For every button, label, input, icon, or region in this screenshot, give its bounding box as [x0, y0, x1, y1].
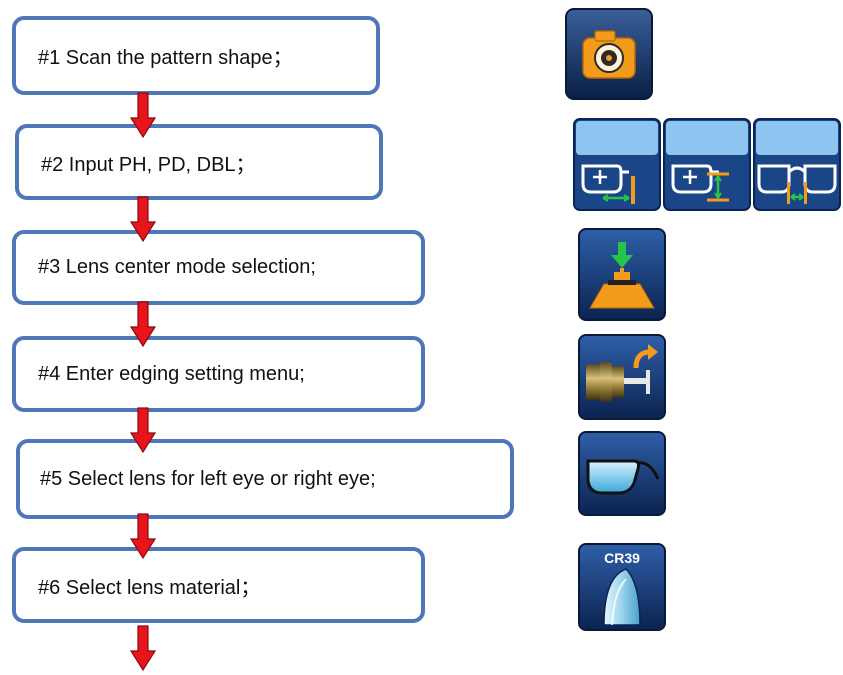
material-badge: CR39 [604, 550, 640, 566]
step-2-label: #2 Input PH, PD, DBL； [41, 153, 256, 176]
lens-material-icon: CR39 [578, 543, 666, 631]
down-arrow-icon [130, 407, 156, 453]
step-6-label: #6 Select lens material； [38, 576, 261, 599]
step-4-label: #4 Enter edging setting menu; [38, 362, 305, 385]
edging-settings-icon [578, 334, 666, 420]
down-arrow-icon [130, 92, 156, 138]
step-6-box: #6 Select lens material； [12, 547, 425, 623]
step-1-box: #1 Scan the pattern shape； [12, 16, 380, 95]
camera-icon [565, 8, 653, 100]
glasses-lens-icon [578, 431, 666, 516]
select-eye-button[interactable] [578, 431, 666, 516]
lens-center-mode-button[interactable] [578, 228, 666, 321]
step-4-box: #4 Enter edging setting menu; [12, 336, 425, 412]
pd-measure-icon [663, 118, 751, 211]
step-2-box: #2 Input PH, PD, DBL； [15, 124, 383, 200]
step-3-box: #3 Lens center mode selection; [12, 230, 425, 305]
input-dbl-button[interactable] [753, 118, 841, 211]
input-pd-button[interactable] [663, 118, 751, 211]
ph-measure-icon [573, 118, 661, 211]
dbl-measure-icon [753, 118, 841, 211]
down-arrow-icon [130, 625, 156, 671]
lens-material-button[interactable]: CR39 [578, 543, 666, 631]
step-1-label: #1 Scan the pattern shape； [38, 47, 293, 69]
down-arrow-icon [130, 513, 156, 559]
step-5-label: #5 Select lens for left eye or right eye… [40, 467, 376, 490]
step-5-box: #5 Select lens for left eye or right eye… [16, 439, 514, 519]
scan-pattern-button[interactable] [565, 8, 653, 100]
down-arrow-icon [130, 196, 156, 242]
step-3-label: #3 Lens center mode selection; [38, 256, 316, 278]
input-ph-button[interactable] [573, 118, 661, 211]
lens-center-icon [578, 228, 666, 321]
down-arrow-icon [130, 301, 156, 347]
edging-setting-button[interactable] [578, 334, 666, 420]
